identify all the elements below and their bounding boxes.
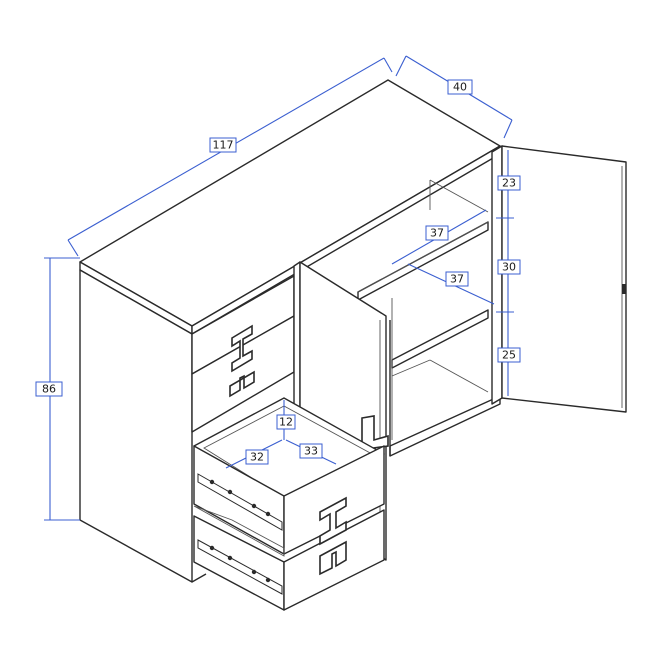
left-drawer-fronts <box>191 275 295 433</box>
svg-text:37: 37 <box>450 273 464 286</box>
drawer-depth-label: 33 <box>299 443 323 459</box>
svg-text:25: 25 <box>502 349 516 362</box>
shelf-width-label: 37 <box>425 225 449 241</box>
drawers <box>193 397 385 611</box>
upper-gap-label: 23 <box>497 175 521 191</box>
svg-text:86: 86 <box>42 383 56 396</box>
dimension-labels: 117 40 86 23 30 25 37 37 <box>35 79 521 465</box>
svg-text:117: 117 <box>213 139 234 152</box>
right-compartment <box>357 179 489 456</box>
svg-text:12: 12 <box>279 416 293 429</box>
middle-gap-label: 30 <box>497 259 521 275</box>
svg-text:33: 33 <box>304 445 318 458</box>
drawer-height-label: 12 <box>276 414 296 430</box>
svg-text:40: 40 <box>453 81 467 94</box>
height-label: 86 <box>35 381 63 397</box>
svg-text:30: 30 <box>502 261 516 274</box>
depth-label: 40 <box>447 79 473 95</box>
shelf-depth-label: 37 <box>445 271 469 287</box>
svg-text:23: 23 <box>502 177 516 190</box>
svg-text:32: 32 <box>250 451 264 464</box>
lower-gap-label: 25 <box>497 347 521 363</box>
right-door <box>491 145 627 413</box>
drawer-width-label: 32 <box>245 449 269 465</box>
svg-text:37: 37 <box>430 227 444 240</box>
width-label: 117 <box>209 137 237 153</box>
